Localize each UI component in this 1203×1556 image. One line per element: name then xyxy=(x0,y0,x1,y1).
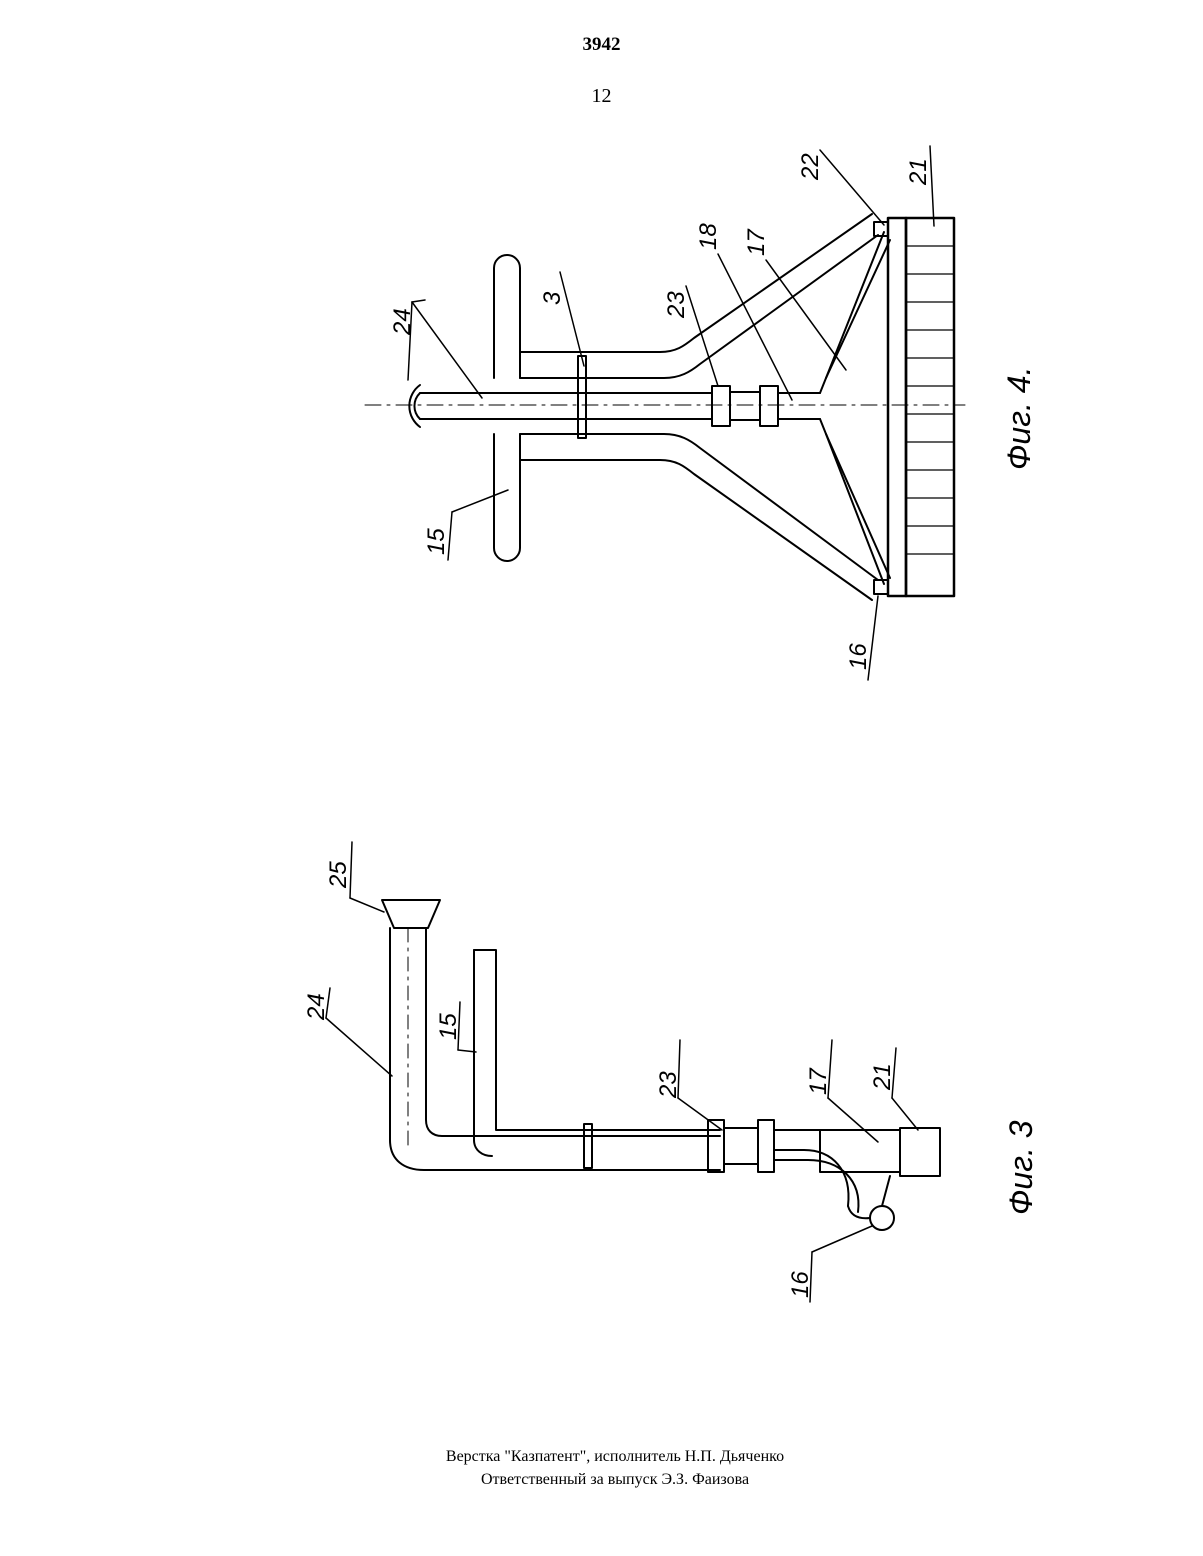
fig3-label-16: 16 xyxy=(787,1271,814,1298)
footer-responsible: Ответственный за выпуск Э.З. Фаизова xyxy=(0,1468,1203,1491)
fig3-label-24: 24 xyxy=(303,993,330,1021)
fig4-label-18: 18 xyxy=(695,223,722,250)
fig4-label-24: 24 xyxy=(389,308,416,336)
fig4-caption: Фиг. 4. xyxy=(1001,367,1037,470)
fig3-label-21: 21 xyxy=(869,1063,896,1091)
fig4-label-3: 3 xyxy=(539,291,566,305)
fig4-label-23: 23 xyxy=(663,291,690,319)
footer: Верстка "Казпатент", исполнитель Н.П. Дь… xyxy=(0,1445,1203,1491)
figure-3-drawing xyxy=(326,842,940,1302)
fig4-label-22: 22 xyxy=(797,153,824,181)
fig4-label-17: 17 xyxy=(743,228,770,256)
fig4-cell-block xyxy=(906,218,954,596)
footer-layout-credit: Верстка "Казпатент", исполнитель Н.П. Дь… xyxy=(0,1445,1203,1468)
fig3-label-17: 17 xyxy=(805,1067,832,1095)
fig4-label-16: 16 xyxy=(845,643,872,670)
fig3-label-23: 23 xyxy=(655,1071,682,1099)
fig4-label-21: 21 xyxy=(905,158,932,186)
fig4-base-plate xyxy=(888,218,906,596)
fig4-label-15: 15 xyxy=(423,528,450,555)
figure-4-drawing xyxy=(365,146,965,680)
fig3-caption: Фиг. 3 xyxy=(1003,1120,1039,1215)
fig3-label-15: 15 xyxy=(435,1013,462,1040)
fig3-label-25: 25 xyxy=(325,861,352,889)
